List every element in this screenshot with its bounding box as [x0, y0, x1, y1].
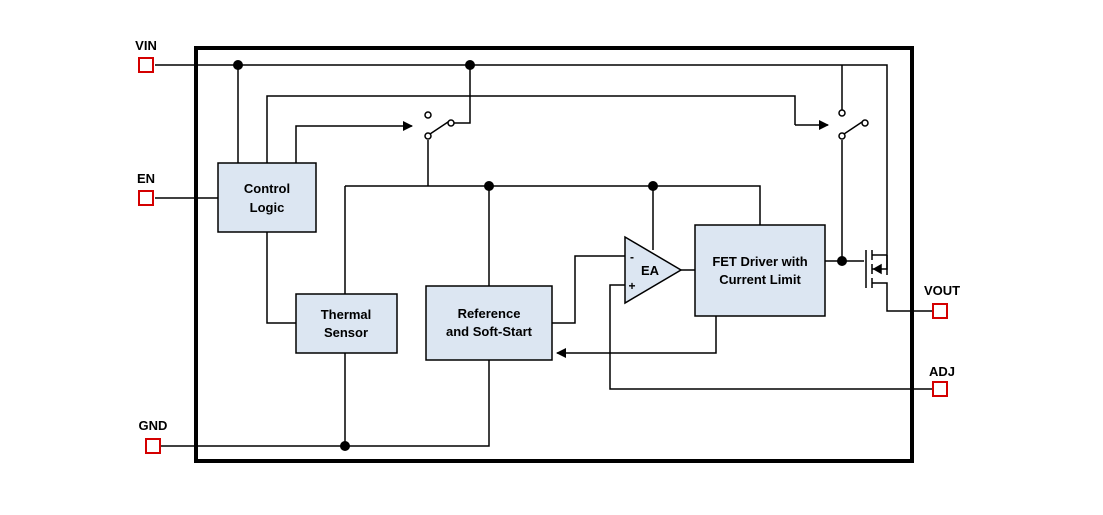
fet-to-reference [556, 316, 717, 358]
output-mosfet [865, 250, 888, 298]
pin-vout: VOUT [924, 283, 960, 319]
reference-line1: Reference [458, 306, 521, 321]
pin-gnd-label: GND [139, 418, 168, 433]
pin-adj-label: ADJ [929, 364, 955, 379]
reference-line2: and Soft-Start [446, 324, 533, 339]
control-logic-block: Control Logic [217, 162, 317, 233]
ea-label: EA [641, 263, 660, 278]
pin-vin: VIN [135, 38, 157, 73]
gnd-wire [155, 360, 490, 447]
pin-vin-label: VIN [135, 38, 157, 53]
control-logic-line1: Control [244, 181, 290, 196]
fet-driver-line1: FET Driver with [712, 254, 807, 269]
fet-source-out [886, 298, 935, 312]
junction-dots [233, 60, 847, 451]
fet-driver-line2: Current Limit [719, 272, 801, 287]
control-to-switch2 [266, 95, 796, 163]
pin-gnd: GND [139, 418, 168, 454]
pin-en-label: EN [137, 171, 155, 186]
control-to-thermal [266, 232, 296, 324]
fet-driver-block: FET Driver with Current Limit [694, 224, 826, 317]
ea-minus-sign: - [630, 250, 634, 264]
switch-2 [838, 109, 869, 140]
pin-adj: ADJ [929, 364, 955, 397]
ea-plus-sign: + [628, 279, 635, 293]
chip-outline [194, 46, 914, 463]
thermal-sensor-line1: Thermal [321, 307, 372, 322]
internal-bus [345, 185, 761, 225]
control-to-switch1 [295, 121, 413, 163]
pin-en: EN [137, 171, 155, 206]
vin-rail [155, 64, 888, 275]
adj-feedback [609, 284, 935, 390]
vin-to-switch1 [448, 65, 471, 124]
pin-vout-label: VOUT [924, 283, 960, 298]
thermal-sensor-line2: Sensor [324, 325, 368, 340]
ref-to-ea-minus [552, 255, 625, 324]
switch-1 [424, 111, 455, 140]
control-logic-line2: Logic [250, 200, 285, 215]
reference-soft-start-block: Reference and Soft-Start [425, 285, 553, 361]
thermal-sensor-block: Thermal Sensor [295, 293, 398, 354]
wires [155, 64, 935, 447]
error-amplifier: EA - + [624, 235, 683, 305]
